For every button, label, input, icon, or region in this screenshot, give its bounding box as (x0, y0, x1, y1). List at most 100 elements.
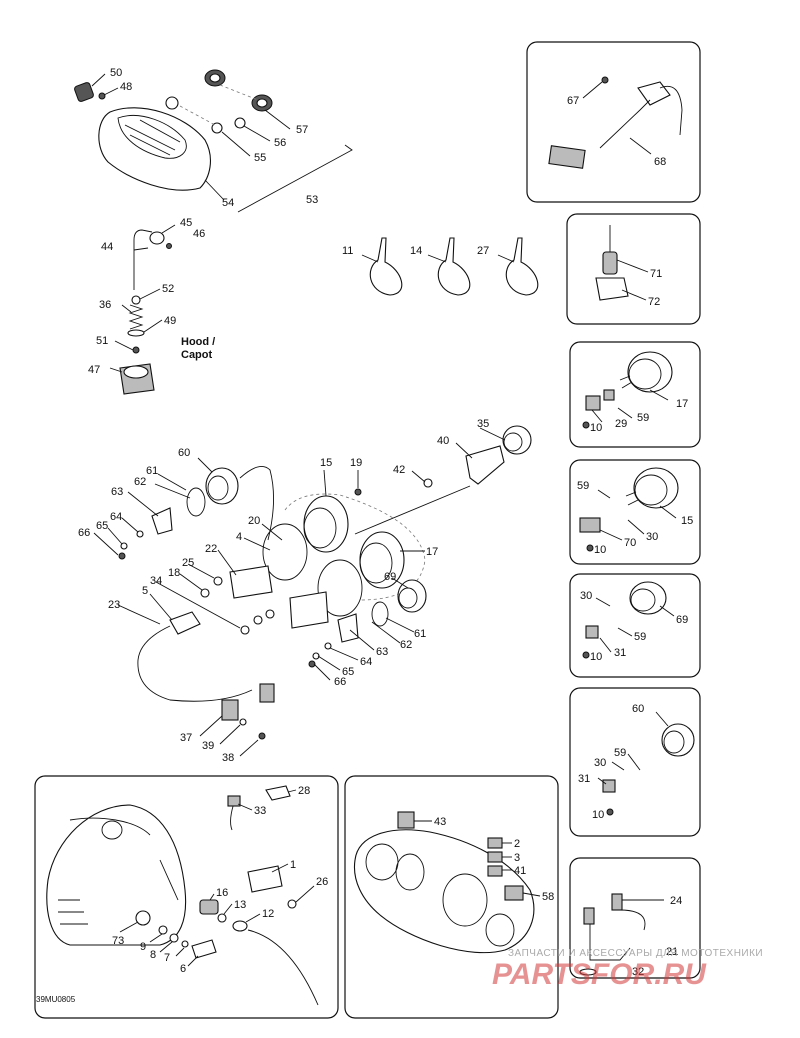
switch-16 (199, 899, 219, 915)
screw-38 (258, 732, 266, 740)
nut-13 (217, 913, 227, 923)
label-36: 36 (99, 299, 111, 311)
label-66-main2: 66 (334, 676, 346, 688)
label-3: 3 (514, 852, 520, 864)
cable-44 (133, 229, 153, 290)
label-30-box3: 30 (580, 590, 592, 602)
nut-45 (149, 231, 165, 245)
label-37: 37 (180, 732, 192, 744)
strap-group (369, 237, 539, 296)
gauge-15-detail (579, 467, 679, 552)
gauge-69-main (397, 579, 427, 613)
label-63-main: 63 (111, 486, 123, 498)
label-48: 48 (120, 81, 132, 93)
screw-39 (239, 718, 247, 726)
bracket-63a (151, 507, 173, 535)
label-51: 51 (96, 335, 108, 347)
switch-3 (487, 851, 503, 863)
pin-51 (132, 346, 140, 354)
box-instrument-panel (344, 775, 559, 1019)
label-40: 40 (437, 435, 449, 447)
cable-group (119, 229, 172, 395)
label-26: 26 (316, 876, 328, 888)
label-63-main2: 63 (376, 646, 388, 658)
label-11: 11 (342, 245, 353, 257)
watermark-line1: ЗАПЧАСТИ И АКСЕССУАРЫ ДЛЯ МОТОТЕХНИКИ (508, 948, 763, 959)
label-54: 54 (222, 197, 234, 209)
label-60-box: 60 (632, 703, 644, 715)
bracket-22 (229, 565, 273, 599)
label-69-main: 69 (384, 571, 396, 583)
label-9: 9 (140, 941, 146, 953)
label-67: 67 (567, 95, 579, 107)
box-fuel-sender (526, 41, 701, 203)
label-18: 18 (168, 567, 180, 579)
spring-36 (128, 304, 144, 330)
label-33: 33 (254, 805, 266, 817)
bracket-line-53 (237, 144, 353, 213)
gauge-cluster (118, 425, 532, 740)
label-12: 12 (262, 908, 274, 920)
gauge-17-detail (582, 351, 673, 429)
bulb-19 (354, 488, 362, 496)
label-62-main: 62 (134, 476, 146, 488)
nut-55b (234, 117, 246, 129)
watermark-logo: PARTSFOR.RU (492, 958, 707, 991)
gauge-35 (502, 425, 532, 455)
label-30-box4: 30 (594, 757, 606, 769)
ring-17 (317, 559, 363, 617)
strap-14 (437, 237, 471, 296)
headlamp-housing (98, 107, 211, 191)
sensor-71 (602, 251, 618, 275)
label-65-main: 65 (96, 520, 108, 532)
label-62-main2: 62 (400, 639, 412, 651)
ring-4 (262, 523, 308, 581)
ring-61a (186, 487, 206, 517)
box-gauge-15 (569, 459, 701, 565)
label-61-main: 61 (146, 465, 158, 477)
bulb-socket-50 (74, 82, 94, 102)
sender-68 (637, 81, 671, 106)
label-46: 46 (193, 228, 205, 240)
temp-sensor-parts (595, 225, 629, 301)
connector-68 (548, 145, 586, 169)
label-38: 38 (222, 752, 234, 764)
label-15-main: 15 (320, 457, 332, 469)
label-34: 34 (150, 575, 162, 587)
nut-64a (136, 530, 144, 538)
label-45: 45 (180, 217, 192, 229)
gauge-69-detail (582, 581, 667, 659)
label-10-box3: 10 (590, 651, 602, 663)
bulb-socket-5 (169, 611, 201, 635)
label-24: 24 (670, 895, 682, 907)
nut-34 (240, 625, 250, 635)
label-20: 20 (248, 515, 260, 527)
label-57: 57 (296, 124, 308, 136)
label-10-box2: 10 (594, 544, 606, 556)
wire-23 (137, 625, 253, 702)
switch-2 (487, 837, 503, 849)
box-hood-assembly (34, 775, 339, 1019)
label-43: 43 (434, 816, 446, 828)
label-72: 72 (648, 296, 660, 308)
label-35: 35 (477, 418, 489, 430)
label-28: 28 (298, 785, 310, 797)
nut-55a (165, 96, 179, 110)
ring-61b (371, 601, 389, 627)
box-gauge-17 (569, 341, 701, 448)
washer-7 (181, 940, 189, 948)
label-21: 21 (666, 946, 678, 958)
strap-27 (505, 237, 539, 296)
headlamp-lens (117, 115, 187, 159)
box-temp-sensor (566, 213, 701, 325)
label-50: 50 (110, 67, 122, 79)
instrument-panel-parts (353, 811, 535, 954)
label-8: 8 (150, 949, 156, 961)
washer-25 (213, 576, 223, 586)
label-23: 23 (108, 599, 120, 611)
label-73: 73 (112, 935, 124, 947)
label-31-box4: 31 (578, 773, 590, 785)
connector-37 (221, 699, 239, 721)
label-15-box: 15 (681, 515, 693, 527)
label-59-box1: 59 (637, 412, 649, 424)
